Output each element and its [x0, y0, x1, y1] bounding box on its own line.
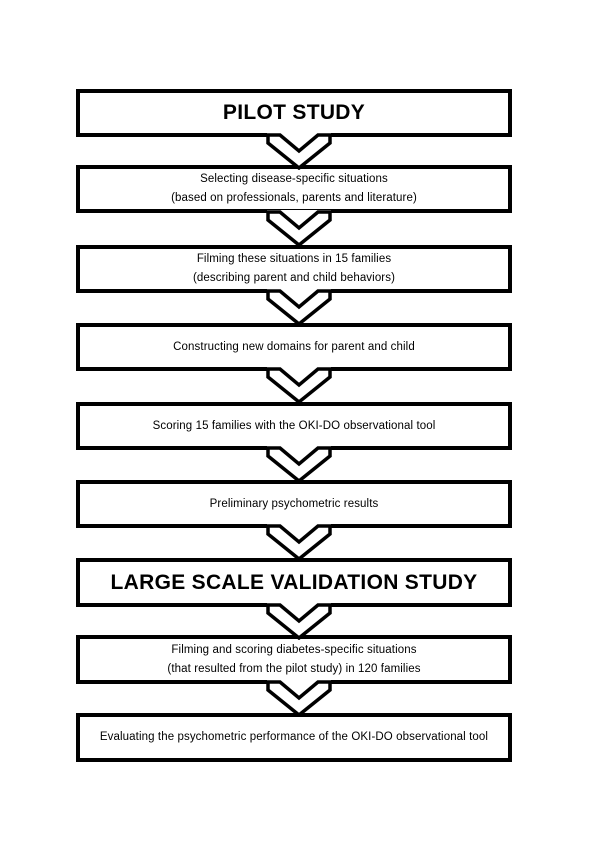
flow-arrow-2 [266, 210, 332, 247]
step-text-line1: Scoring 15 families with the OKI-DO obse… [152, 419, 436, 432]
flow-arrow-1 [266, 133, 332, 170]
phase-title-text: LARGE SCALE VALIDATION STUDY [110, 570, 478, 594]
chevron-down-icon [266, 133, 332, 170]
flow-box-scoring-families: Scoring 15 families with the OKI-DO obse… [76, 402, 512, 450]
step-text-line1: Selecting disease-specific situations [200, 173, 388, 185]
step-text-line1: Filming these situations in 15 families [196, 253, 392, 265]
flow-arrow-7 [266, 603, 332, 640]
flow-box-constructing-domains: Constructing new domains for parent and … [76, 323, 512, 371]
step-text-line2: (that resulted from the pilot study) in … [167, 662, 421, 675]
chevron-down-icon [266, 680, 332, 717]
step-text-line2: (based on professionals, parents and lit… [171, 192, 417, 204]
step-text-line1: Preliminary psychometric results [209, 497, 379, 510]
chevron-down-icon [266, 210, 332, 247]
flow-box-selecting-situations: Selecting disease-specific situations (b… [76, 165, 512, 213]
step-text-line1: Filming and scoring diabetes-specific si… [171, 643, 417, 656]
step-text-line2: (describing parent and child behaviors) [192, 272, 396, 284]
flow-arrow-4 [266, 367, 332, 404]
chevron-down-icon [266, 603, 332, 640]
flow-box-evaluating-performance: Evaluating the psychometric performance … [76, 713, 512, 762]
flow-arrow-6 [266, 524, 332, 561]
flow-box-preliminary-results: Preliminary psychometric results [76, 480, 512, 528]
chevron-down-icon [266, 367, 332, 404]
flow-box-validation-study: LARGE SCALE VALIDATION STUDY [76, 558, 512, 607]
flow-box-filming-scoring-diabetes: Filming and scoring diabetes-specific si… [76, 635, 512, 684]
flow-arrow-5 [266, 446, 332, 483]
chevron-down-icon [266, 446, 332, 483]
flow-arrow-8 [266, 680, 332, 717]
flow-arrow-3 [266, 289, 332, 326]
flow-box-filming-situations: Filming these situations in 15 families … [76, 245, 512, 293]
chevron-down-icon [266, 524, 332, 561]
step-text-line1: Evaluating the psychometric performance … [99, 731, 489, 743]
phase-title-text: PILOT STUDY [222, 101, 366, 124]
step-text-line1: Constructing new domains for parent and … [173, 340, 415, 353]
chevron-down-icon [266, 289, 332, 326]
flow-box-pilot-study: PILOT STUDY [76, 89, 512, 137]
